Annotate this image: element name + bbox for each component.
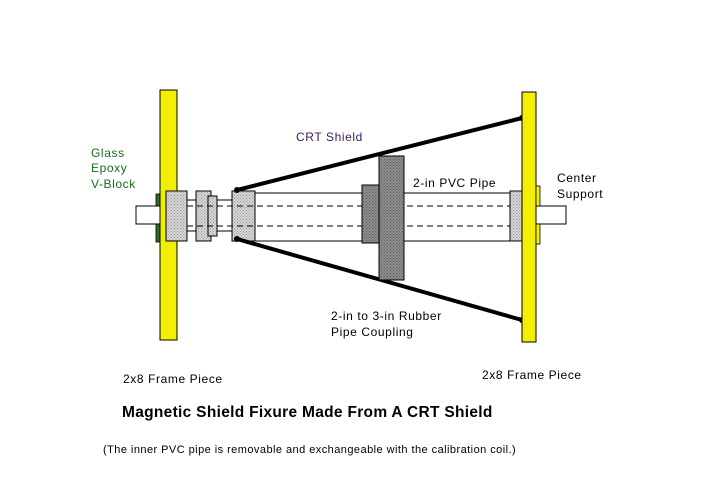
center-support-collar [361,184,381,244]
center-support-disk [378,155,405,281]
crt-shield-upper-left-end [234,187,240,193]
left-coupling-1 [165,190,188,242]
diagram-note: (The inner PVC pipe is removable and exc… [103,444,517,456]
v-block-label-line-2: Epoxy [91,161,128,175]
right-support-tab-lower [535,223,541,245]
rubber-coupling-label-line-1: 2-in to 3-in Rubber [331,309,442,323]
crt-shield-lower-left-end [234,236,240,242]
right-frame-label: 2x8 Frame Piece [482,368,582,382]
rubber-coupling-label-line-2: Pipe Coupling [331,325,414,339]
center-support-label-line-1: Center [557,171,597,185]
right-end-rod [535,205,567,225]
v-block-label-line-3: V-Block [91,177,136,191]
diagram-title: Magnetic Shield Fixure Made From A CRT S… [122,404,493,421]
pvc-pipe-label: 2-in PVC Pipe [413,176,497,190]
left-coupling-3 [231,190,256,242]
v-block-label-line-1: Glass [91,146,125,160]
right-support-tab-upper [535,185,541,207]
crt-shield-upper-line [236,116,523,192]
left-coupling-2b [207,195,218,237]
right-frame-piece [521,91,537,343]
center-support-label-line-2: Support [557,187,604,201]
crt-shield-label: CRT Shield [296,130,363,144]
left-frame-label: 2x8 Frame Piece [123,372,223,386]
